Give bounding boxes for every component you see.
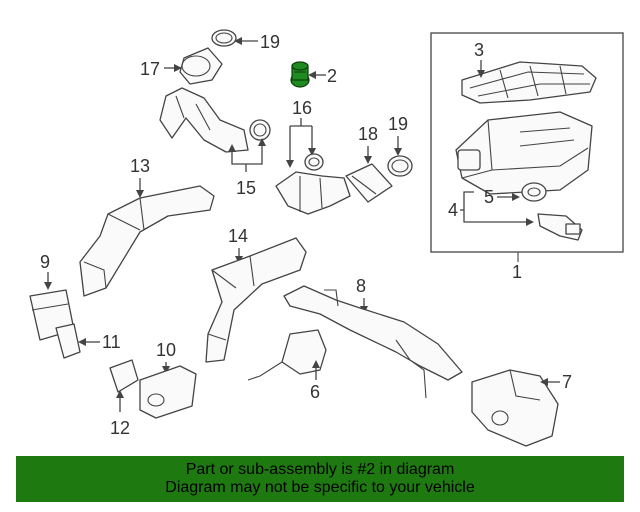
part-10-duct-end[interactable] (139, 365, 197, 419)
callout-13[interactable]: 13 (130, 156, 150, 176)
assembly-box-frame (430, 32, 624, 253)
part-2-highlighted-fastener[interactable] (290, 61, 310, 88)
callout-19-top[interactable]: 19 (260, 32, 280, 52)
callout-1[interactable]: 1 (512, 262, 522, 282)
callout-11[interactable]: 11 (102, 332, 121, 352)
banner-line-2: Diagram may not be specific to your vehi… (165, 479, 475, 496)
part-8-bracket[interactable] (283, 285, 463, 399)
part-6-bracket[interactable] (247, 329, 327, 381)
callout-10[interactable]: 10 (156, 340, 176, 360)
callout-7[interactable]: 7 (562, 372, 572, 392)
sensor-connector[interactable] (537, 213, 583, 241)
part-7-shield[interactable] (471, 369, 559, 447)
parts-diagram: 1 3 4 5 2 (29, 29, 624, 447)
callout-8[interactable]: 8 (356, 276, 366, 296)
callout-12[interactable]: 12 (110, 418, 130, 438)
callout-3[interactable]: 3 (474, 40, 484, 60)
callout-5[interactable]: 5 (484, 187, 494, 207)
part-13-duct[interactable] (79, 185, 215, 297)
callout-16[interactable]: 16 (292, 98, 312, 118)
part-11-bracket[interactable] (55, 323, 81, 359)
part-19-clamp-right[interactable] (387, 155, 413, 177)
callout-14[interactable]: 14 (228, 226, 248, 246)
callout-4[interactable]: 4 (448, 200, 458, 220)
air-cleaner-housing[interactable] (455, 111, 593, 195)
intake-duct-upper[interactable] (159, 87, 249, 153)
part-16-clamp[interactable] (304, 153, 324, 171)
callout-19-right[interactable]: 19 (388, 114, 408, 134)
part-19-clamp-top[interactable] (211, 29, 237, 47)
banner-line-1: Part or sub-assembly is #2 in diagram (185, 461, 455, 478)
part-5-grommet[interactable] (521, 182, 547, 202)
info-banner: Part or sub-assembly is #2 in diagram Di… (16, 456, 624, 502)
callout-17[interactable]: 17 (140, 59, 160, 79)
callout-15[interactable]: 15 (236, 178, 256, 198)
part-3-air-cleaner-cover[interactable] (461, 61, 597, 104)
part-14-duct[interactable] (205, 237, 307, 363)
part-15-clamp[interactable] (249, 119, 271, 141)
callout-6[interactable]: 6 (310, 382, 320, 402)
callout-9[interactable]: 9 (40, 252, 50, 272)
callout-2[interactable]: 2 (327, 66, 337, 86)
part-12-clip[interactable] (109, 359, 139, 393)
part-18-sleeve[interactable] (345, 163, 393, 203)
intake-hose-16[interactable] (275, 171, 351, 215)
callout-18[interactable]: 18 (358, 124, 378, 144)
part-17-seal[interactable] (179, 47, 223, 85)
